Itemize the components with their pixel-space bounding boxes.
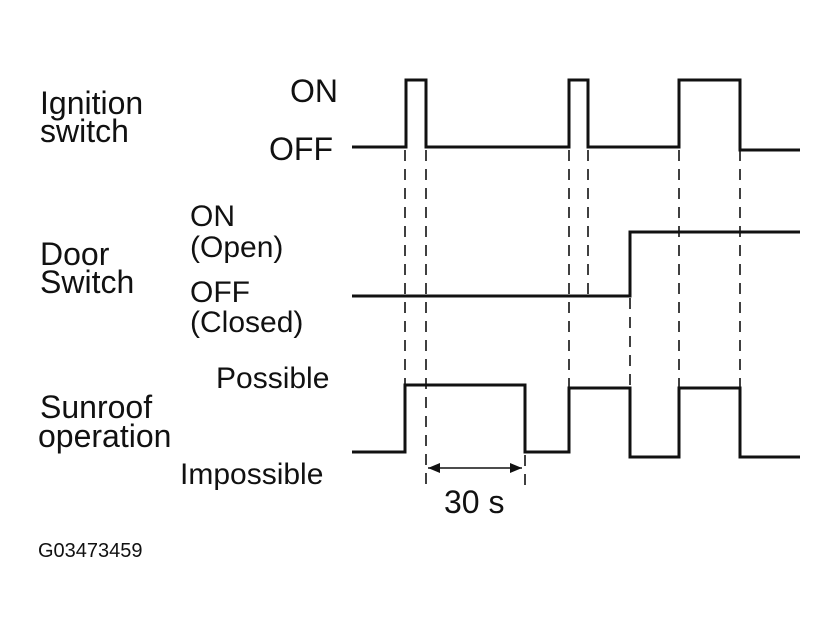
sunroof-operation-labels: Sunroof operation Possible Impossible (38, 362, 329, 491)
ignition-switch-waveform (352, 78, 800, 152)
door-switch-waveform (352, 230, 800, 298)
sunroof-operation-waveform (352, 383, 800, 459)
ignition-name-line-2: switch (40, 113, 129, 149)
figure-id: G03473459 (38, 540, 143, 562)
door-open-label: (Open) (190, 231, 283, 264)
door-name-line-1: Door (40, 236, 110, 272)
sunroof-possible-label: Possible (216, 362, 329, 395)
door-name-line-2: Switch (40, 264, 134, 300)
sunroof-name-line-2: operation (38, 418, 171, 454)
sunroof-impossible-label: Impossible (180, 458, 323, 491)
ignition-switch-labels: Ignition switch ON OFF (40, 73, 338, 167)
door-on-label: ON (190, 200, 235, 233)
sunroof-name-line-1: Sunroof (40, 389, 152, 425)
duration-label: 30 s (444, 484, 504, 520)
door-off-label: OFF (190, 276, 250, 309)
dashed-guide-lines (404, 150, 741, 490)
ignition-off-label: OFF (269, 131, 333, 167)
ignition-on-label: ON (290, 73, 338, 109)
duration-arrow-right (510, 463, 522, 473)
duration-arrow-left (428, 463, 440, 473)
door-switch-labels: Door Switch ON (Open) OFF (Closed) (40, 200, 303, 339)
ignition-name-line-1: Ignition (40, 85, 143, 121)
waveforms (352, 78, 800, 459)
duration-dimension: 30 s (428, 463, 522, 520)
door-closed-label: (Closed) (190, 306, 303, 339)
